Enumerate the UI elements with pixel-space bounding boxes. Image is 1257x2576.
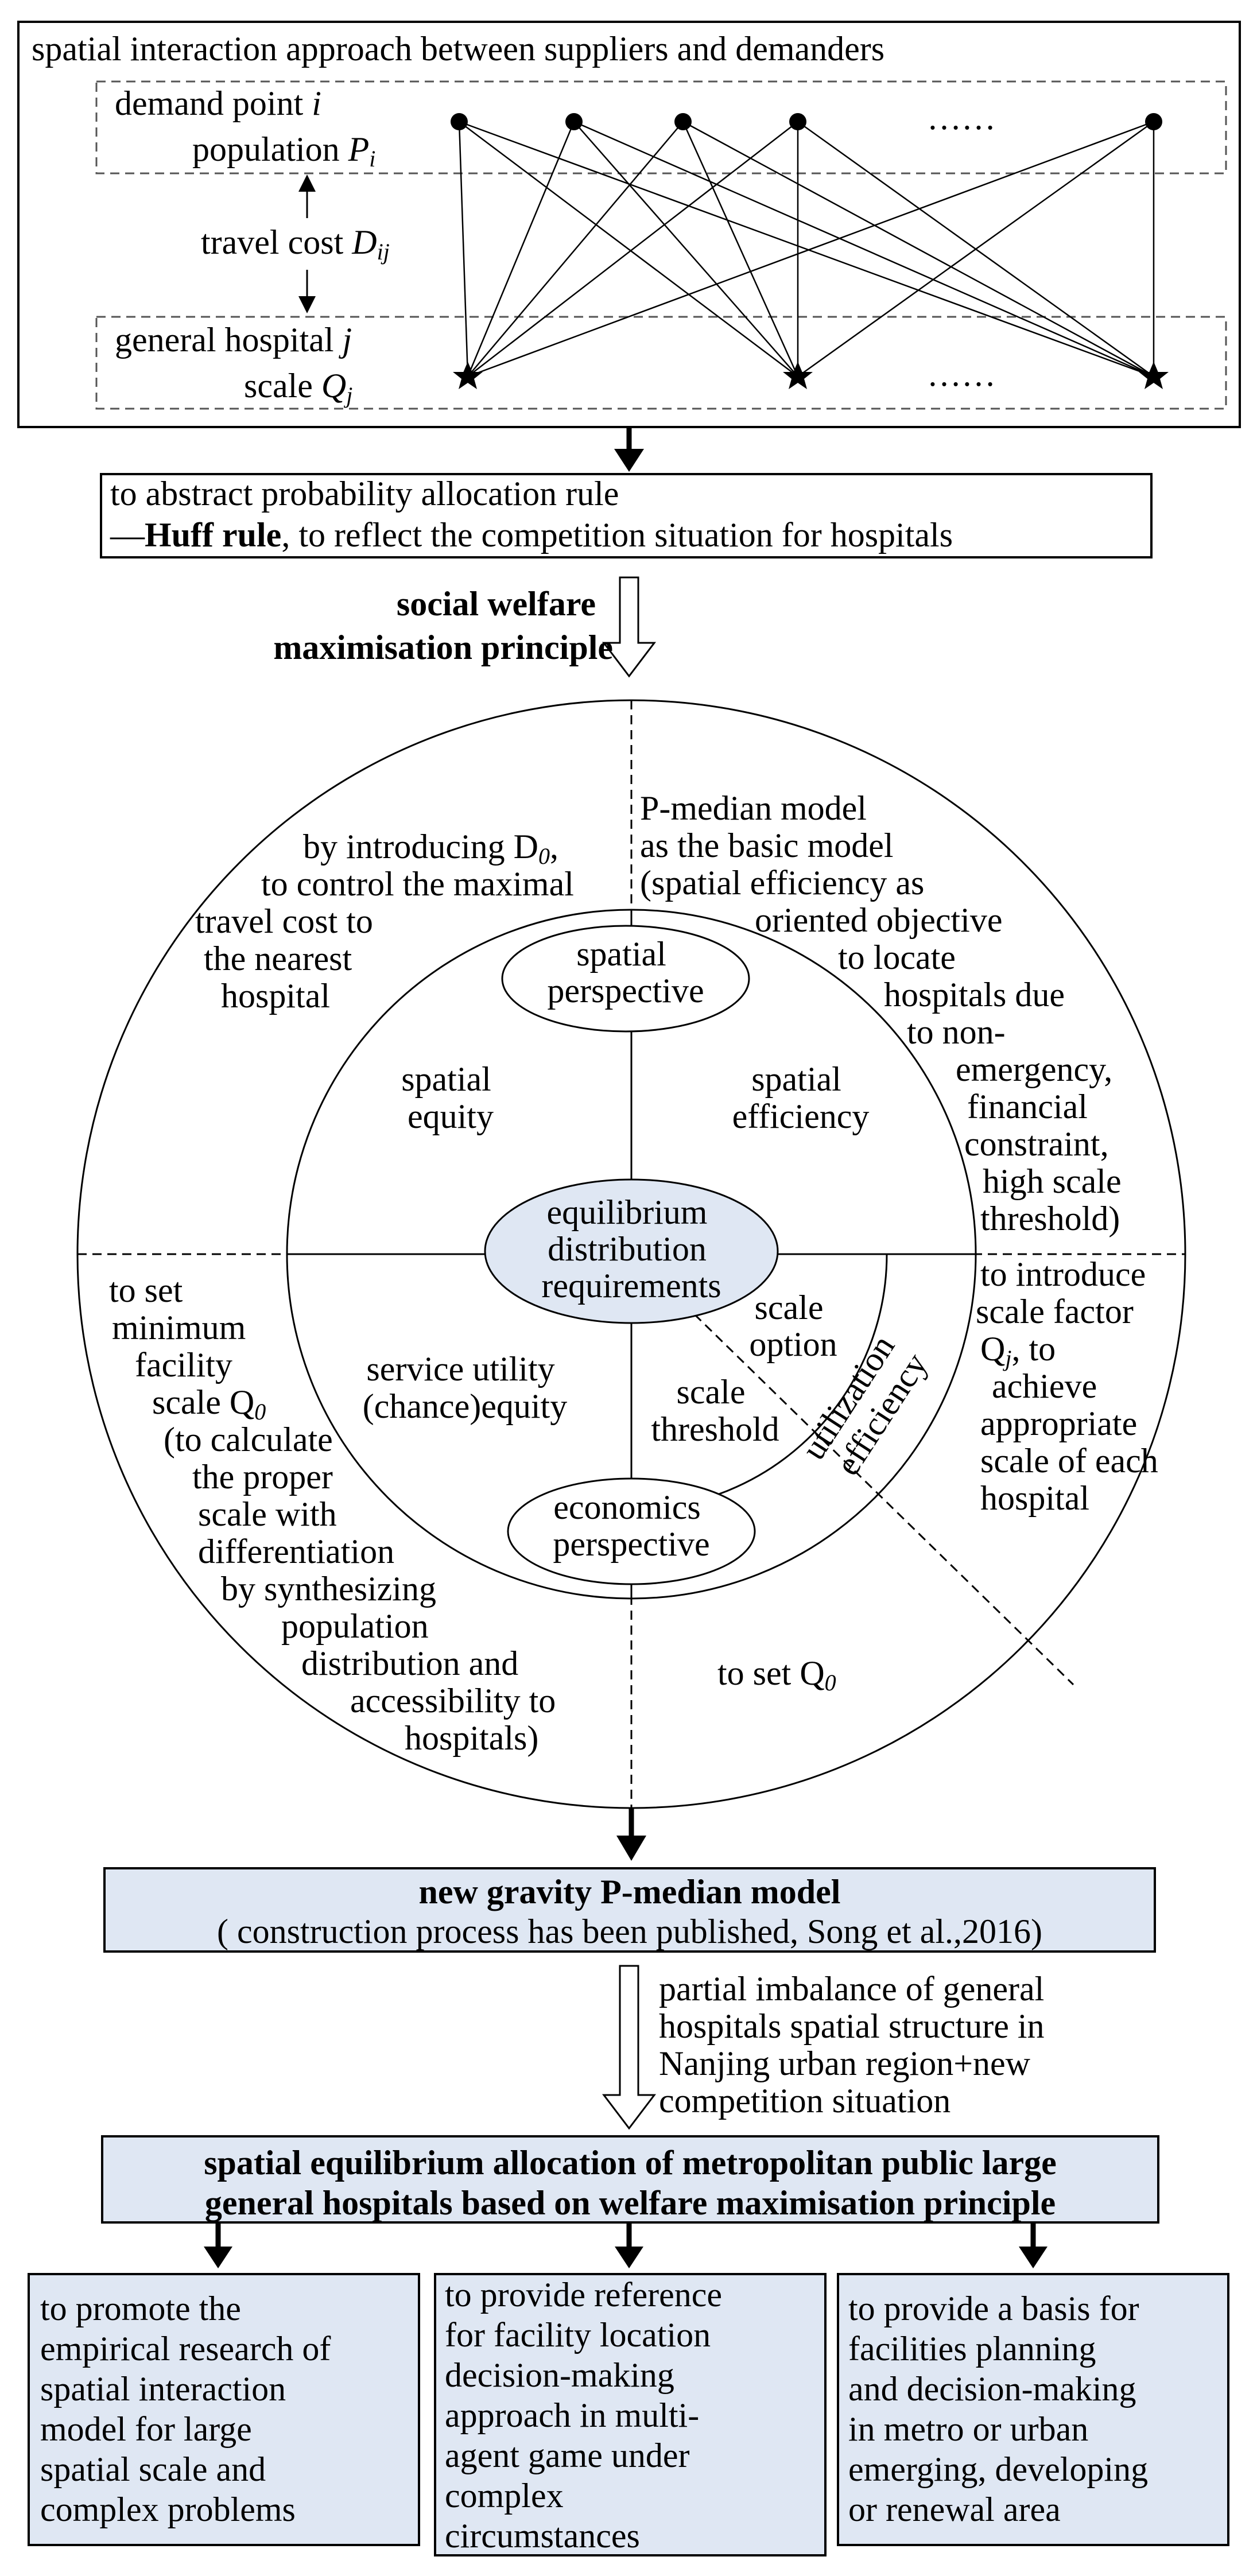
service-utility-text: service utility (chance)equity bbox=[363, 1350, 567, 1425]
demand-points bbox=[451, 113, 1162, 130]
demand-point-marker bbox=[789, 113, 806, 130]
imbalance-arrow bbox=[602, 1965, 657, 2130]
equilibrium-circle-diagram bbox=[76, 699, 1186, 1809]
imbalance-text: partial imbalance of general hospitals s… bbox=[659, 1970, 1053, 2120]
output-box-3: to provide a basis for facilities planni… bbox=[837, 2273, 1229, 2546]
top-left-quadrant-text: by introducing D0, to control the maxima… bbox=[195, 828, 583, 1015]
center-ellipse bbox=[484, 1178, 779, 1324]
model-title: new gravity P-median model bbox=[419, 1873, 841, 1911]
travel-cost-label: travel cost Dij bbox=[201, 223, 390, 265]
arrow-to-huff bbox=[614, 427, 644, 472]
scale-label: scale Qj bbox=[244, 367, 352, 408]
bottom-right-quadrant-text: to set Q0 bbox=[717, 1654, 836, 1696]
output-text-2: to provide reference for facility locati… bbox=[445, 2276, 731, 2555]
general-hospital-label: general hospital j bbox=[115, 321, 352, 359]
center-text: equilibrium distribution requirements bbox=[541, 1193, 721, 1305]
right-quadrant-text: to introduce scale factor Qj, to achieve… bbox=[976, 1255, 1167, 1517]
hospital-star-icon bbox=[783, 362, 813, 389]
hospital-stars bbox=[453, 362, 1169, 389]
welfare-label-line2: maximisation principle bbox=[273, 629, 613, 666]
scale-option-text: scale option bbox=[749, 1289, 837, 1363]
arrow-to-model bbox=[616, 1808, 646, 1861]
output-box-1: to promote the empirical research of spa… bbox=[28, 2273, 420, 2546]
hospital-star-icon bbox=[453, 362, 483, 389]
output-box-2: to provide reference for facility locati… bbox=[434, 2273, 827, 2556]
demand-point-marker bbox=[674, 113, 692, 130]
huff-line1: to abstract probability allocation rule bbox=[110, 475, 619, 513]
model-subtitle: ( construction process has been publishe… bbox=[217, 1912, 1042, 1950]
spatial-equity-text: spatial equity bbox=[401, 1060, 500, 1135]
model-box: new gravity P-median model ( constructio… bbox=[103, 1867, 1156, 1953]
output-arrows bbox=[204, 2222, 1048, 2268]
welfare-arrow bbox=[602, 576, 657, 678]
bottom-left-quadrant-text: to set minimum facility scale Q0 (to cal… bbox=[109, 1271, 564, 1757]
output-text-1: to promote the empirical research of spa… bbox=[40, 2290, 339, 2528]
demand-point-label: demand point i bbox=[115, 84, 321, 122]
demand-row-box bbox=[95, 80, 1227, 174]
economics-perspective-text: economics perspective bbox=[553, 1488, 709, 1563]
panel-title: spatial interaction approach between sup… bbox=[32, 30, 884, 68]
demand-point-marker bbox=[565, 113, 583, 130]
travel-arrows bbox=[298, 174, 316, 313]
demand-point-marker bbox=[1145, 113, 1162, 130]
huff-rule-box: to abstract probability allocation rule … bbox=[100, 473, 1153, 558]
hospital-row-box bbox=[95, 316, 1227, 410]
allocation-line1: spatial equilibrium allocation of metrop… bbox=[204, 2144, 1057, 2182]
allocation-line2: general hospitals based on welfare maxim… bbox=[205, 2184, 1056, 2222]
top-right-quadrant-text: P-median model as the basic model (spati… bbox=[640, 789, 1130, 1237]
economics-perspective-ellipse bbox=[507, 1477, 756, 1585]
spatial-interaction-panel: spatial interaction approach between sup… bbox=[17, 21, 1241, 428]
demand-point-marker bbox=[451, 113, 468, 130]
welfare-label-line1: social welfare bbox=[397, 585, 596, 623]
spatial-perspective-text: spatial perspective bbox=[547, 935, 704, 1010]
population-label: population Pi bbox=[192, 130, 375, 172]
hospital-star-icon bbox=[1139, 362, 1169, 389]
spatial-efficiency-text: spatial efficiency bbox=[732, 1060, 870, 1135]
huff-line2: —Huff rule, to reflect the competition s… bbox=[110, 516, 953, 554]
allocation-box: spatial equilibrium allocation of metrop… bbox=[101, 2135, 1159, 2224]
output-text-3: to provide a basis for facilities planni… bbox=[848, 2290, 1157, 2528]
diagonal-dashed-line bbox=[693, 1313, 1074, 1686]
spatial-perspective-ellipse bbox=[501, 925, 750, 1033]
interaction-network bbox=[458, 121, 1155, 378]
scale-threshold-text: scale threshold bbox=[651, 1373, 779, 1448]
demand-ellipsis: …… bbox=[927, 99, 996, 137]
hospital-ellipsis: …… bbox=[927, 355, 996, 393]
